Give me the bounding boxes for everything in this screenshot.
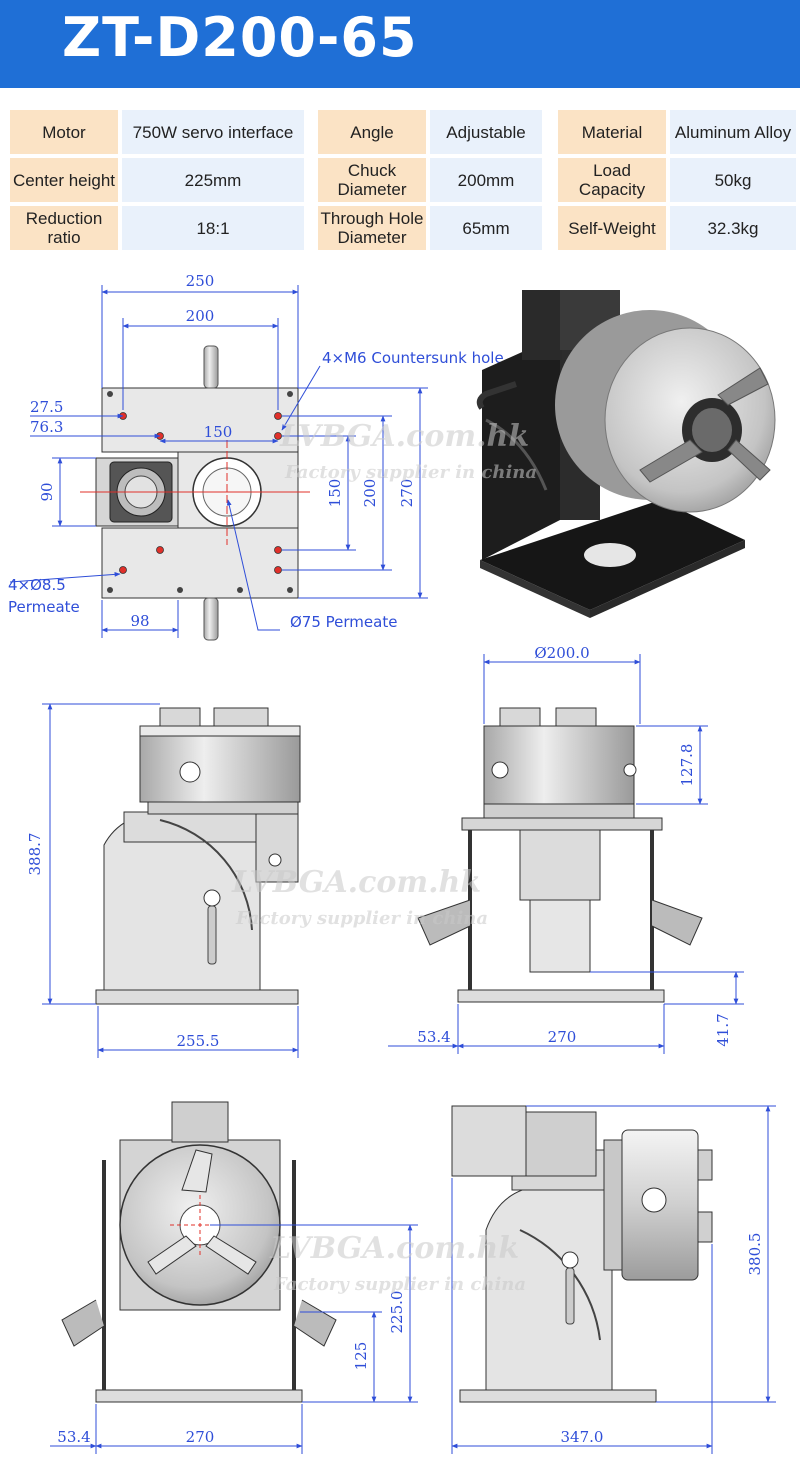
spec-label: Reduction ratio xyxy=(10,206,118,250)
watermark-tagline: Factory supplier in china xyxy=(273,1274,526,1295)
chuck-face-view: 225.0 125 53.4 270 xyxy=(50,1101,418,1454)
spec-label: Through Hole Diameter xyxy=(318,206,426,250)
watermark-brand: LVBGA.com.hk xyxy=(231,865,481,900)
dim-270: 270 xyxy=(398,479,416,508)
dim-125: 125 xyxy=(352,1342,370,1371)
dim-53-4: 53.4 xyxy=(57,1428,90,1446)
spec-value: Aluminum Alloy xyxy=(670,110,796,154)
dim-76-3: 76.3 xyxy=(30,418,63,436)
dim-150-horizontal: 150 xyxy=(204,423,233,441)
dim-388-7: 388.7 xyxy=(26,833,44,876)
product-title: ZT-D200-65 xyxy=(62,6,418,69)
spec-value: 225mm xyxy=(122,158,304,202)
note-permeate: Permeate xyxy=(8,598,80,616)
spec-value: 18:1 xyxy=(122,206,304,250)
spec-label: Angle xyxy=(318,110,426,154)
spec-table-1: Motor 750W servo interface Center height… xyxy=(6,106,308,254)
spec-table-3: Material Aluminum Alloy Load Capacity 50… xyxy=(554,106,800,254)
dim-200: 200 xyxy=(186,307,215,325)
dim-150-vertical: 150 xyxy=(326,479,344,508)
spec-value: Adjustable xyxy=(430,110,542,154)
front-view: 388.7 255.5 xyxy=(26,703,301,1058)
spec-label: Material xyxy=(558,110,666,154)
spec-label: Center height xyxy=(10,158,118,202)
spec-table-2: Angle Adjustable Chuck Diameter 200mm Th… xyxy=(314,106,546,254)
dim-41-7: 41.7 xyxy=(714,1013,732,1046)
dim-90: 90 xyxy=(38,482,56,501)
watermark-tagline: Factory supplier in china xyxy=(235,908,488,929)
note-mounting-holes: 4×Ø8.5 xyxy=(8,576,66,594)
spec-value: 200mm xyxy=(430,158,542,202)
spec-value: 65mm xyxy=(430,206,542,250)
dim-200-vertical: 200 xyxy=(361,479,379,508)
spec-label: Load Capacity xyxy=(558,158,666,202)
dim-250: 250 xyxy=(186,272,215,290)
watermark-tagline: Factory supplier in china xyxy=(284,462,537,483)
title-banner: ZT-D200-65 xyxy=(0,0,800,88)
note-countersunk: 4×M6 Countersunk hole xyxy=(322,349,504,367)
spec-value: 50kg xyxy=(670,158,796,202)
dim-53-4: 53.4 xyxy=(417,1028,450,1046)
spec-label: Chuck Diameter xyxy=(318,158,426,202)
spec-value: 32.3kg xyxy=(670,206,796,250)
dim-98: 98 xyxy=(130,612,149,630)
dim-270: 270 xyxy=(548,1028,577,1046)
spec-label: Motor xyxy=(10,110,118,154)
dim-127-8: 127.8 xyxy=(678,744,696,787)
side-view: Ø200.0 127.8 53.4 270 41.7 xyxy=(388,644,744,1054)
dim-380-5: 380.5 xyxy=(746,1233,764,1276)
dim-255-5: 255.5 xyxy=(177,1032,220,1050)
spec-value: 750W servo interface xyxy=(122,110,304,154)
side-profile-view: 380.5 347.0 xyxy=(451,1105,776,1454)
product-photo xyxy=(476,290,776,618)
watermark-brand: LVBGA.com.hk xyxy=(279,419,529,454)
watermarks: LVBGA.com.hk Factory supplier in china L… xyxy=(231,419,537,1295)
dim-center-height: 225.0 xyxy=(388,1291,406,1334)
spec-label: Self-Weight xyxy=(558,206,666,250)
dim-270: 270 xyxy=(186,1428,215,1446)
note-through-hole: Ø75 Permeate xyxy=(290,613,397,631)
top-view: 250 200 27.5 76.3 150 90 150 200 270 98 … xyxy=(8,272,504,641)
watermark-brand: LVBGA.com.hk xyxy=(269,1231,519,1266)
dim-347: 347.0 xyxy=(561,1428,604,1446)
dim-chuck-diameter: Ø200.0 xyxy=(534,644,589,662)
dim-27-5: 27.5 xyxy=(30,398,63,416)
